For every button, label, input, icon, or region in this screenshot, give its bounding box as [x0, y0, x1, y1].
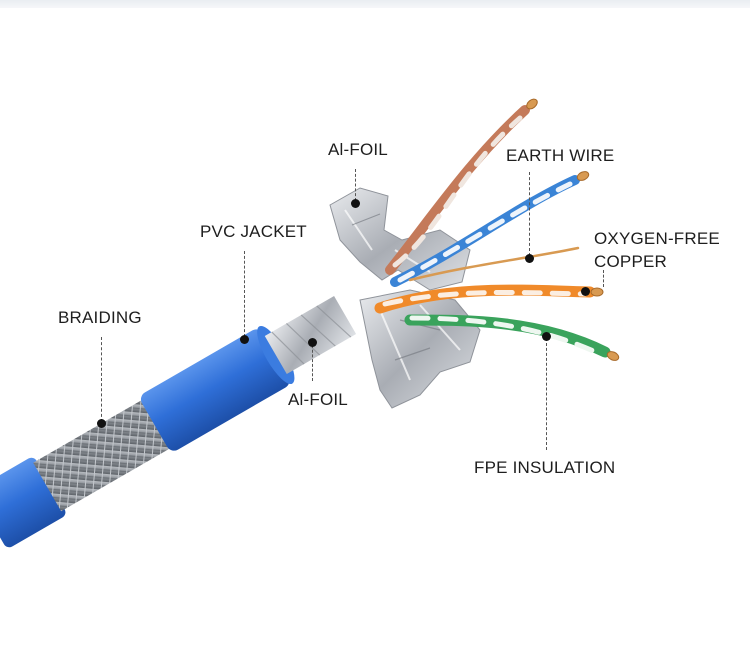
- dot-icon: [239, 334, 249, 344]
- braiding-label: BRAIDING: [58, 308, 142, 327]
- dot-icon: [350, 198, 360, 208]
- al-foil-top-label: Al-FOIL: [328, 140, 388, 159]
- oxygen-free-copper-label: OXYGEN-FREE COPPER: [594, 229, 720, 271]
- pvc-jacket-leader: [244, 251, 245, 337]
- dot-icon: [96, 418, 106, 428]
- dot-icon: [524, 253, 534, 263]
- pvc-jacket-label: PVC JACKET: [200, 222, 307, 241]
- earth-wire-leader: [529, 172, 530, 256]
- al-foil-bottom-label: Al-FOIL: [288, 390, 348, 409]
- braiding-layer: [33, 397, 174, 512]
- inner-foil-layer: [264, 295, 357, 375]
- twisted-pairs: [374, 105, 611, 358]
- oxygen-free-copper-leader: [603, 270, 604, 287]
- pvc-jacket-layer: [140, 329, 290, 451]
- copper-conductors: [526, 98, 620, 361]
- dot-icon: [580, 286, 590, 296]
- braiding-leader: [101, 337, 102, 422]
- dot-icon: [541, 331, 551, 341]
- dot-icon: [307, 337, 317, 347]
- top-border-strip: [0, 0, 750, 8]
- fpe-insulation-leader: [546, 338, 547, 450]
- earth-wire-label: EARTH WIRE: [506, 146, 615, 165]
- al-foil-top-leader: [355, 169, 356, 201]
- outer-jacket: [0, 457, 66, 548]
- al-foil-bottom-leader: [312, 345, 313, 381]
- cable-body: [0, 295, 357, 548]
- fpe-insulation-label: FPE INSULATION: [474, 458, 616, 477]
